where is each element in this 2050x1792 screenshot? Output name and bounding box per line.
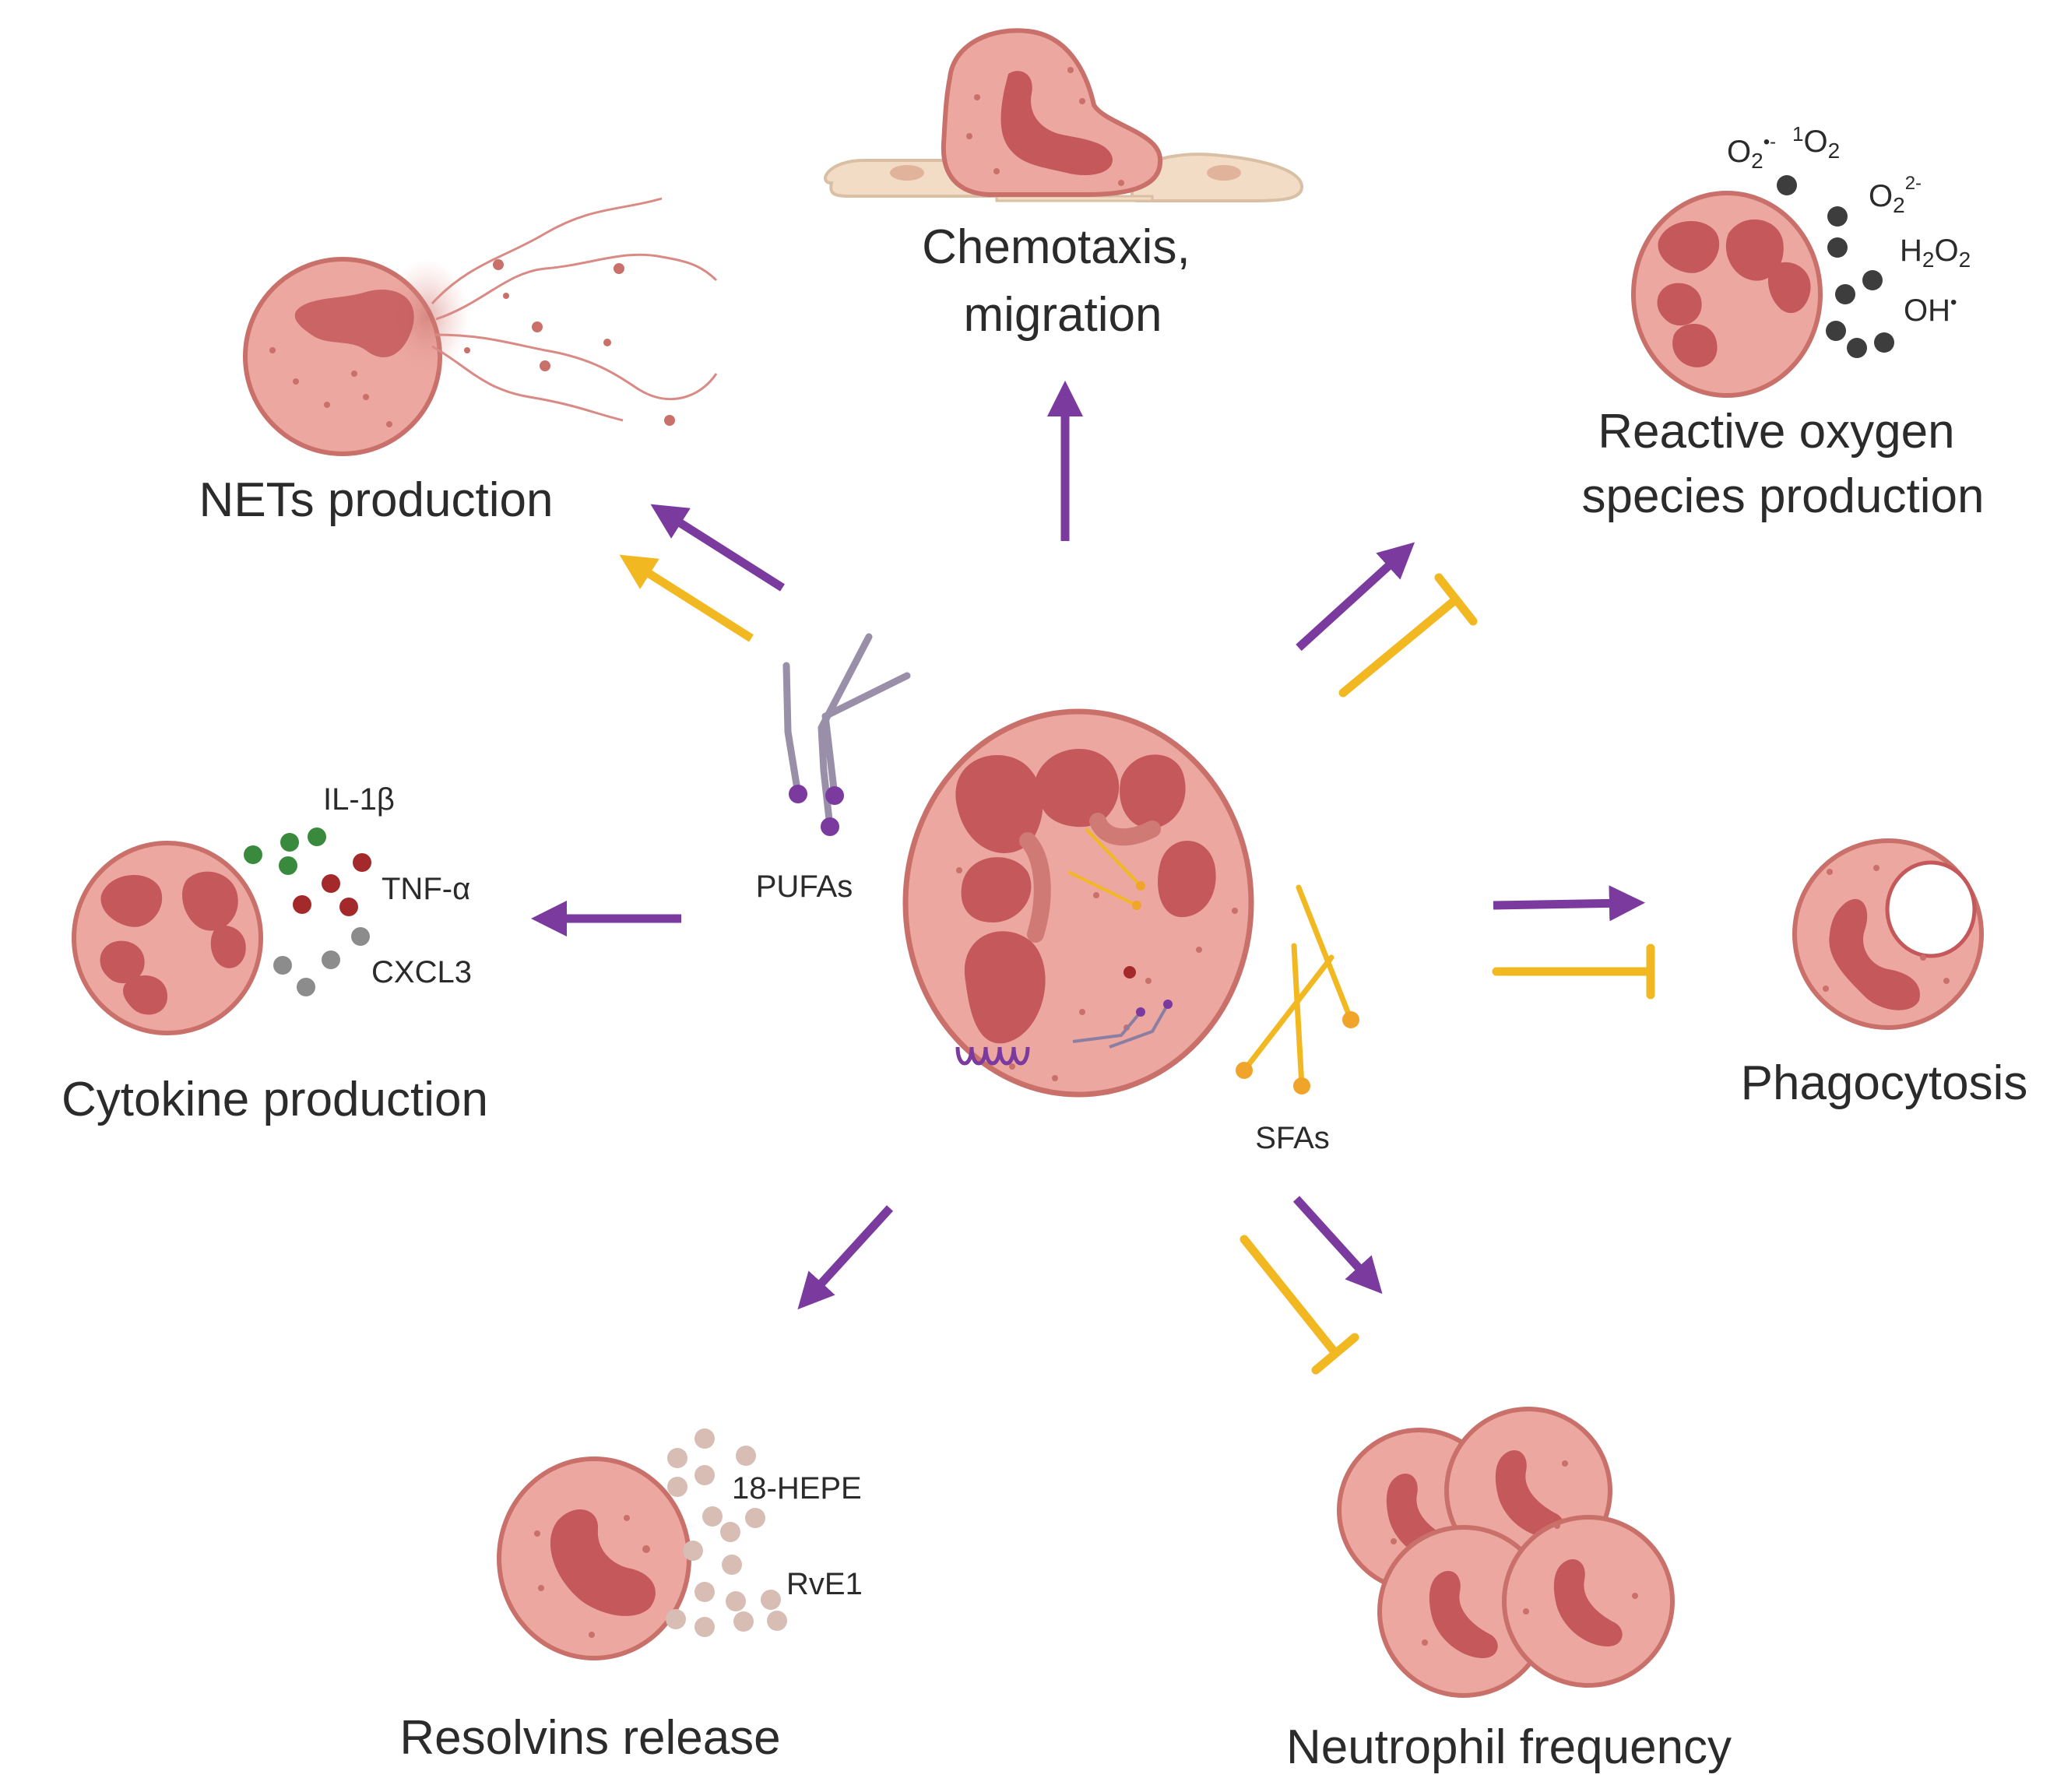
frequency-label: Neutrophil frequency: [1286, 1720, 1732, 1774]
resolvins-neutrophil-icon: [497, 1428, 787, 1660]
migrating-neutrophil-icon: [824, 28, 1304, 202]
neutrophil-cluster-icon: [1337, 1407, 1675, 1698]
pufa-arrow-resolvins: [797, 1205, 894, 1310]
tnfa-label: TNF-α: [382, 872, 470, 906]
phagocytosis-neutrophil-icon: [1792, 838, 1984, 1030]
pufa-arrow-frequency: [1292, 1196, 1383, 1295]
sfa-arrow-nets: [619, 554, 754, 642]
central-neutrophil: [902, 708, 1254, 1098]
rve1-label: RvE1: [786, 1567, 863, 1601]
il1b-label: IL-1β: [323, 782, 395, 817]
il1b-dots-icon: [244, 827, 326, 875]
pufa-arrow-nets: [650, 504, 785, 592]
singlet-oxygen-label: 1O2: [1792, 122, 1840, 163]
pufa-label: PUFAs: [756, 870, 853, 904]
sfa-label: SFAs: [1255, 1121, 1330, 1155]
nets-neutrophil-icon: [243, 197, 718, 456]
ros-label: Reactive oxygen species production: [1582, 405, 1985, 523]
superoxide-label: O2•-: [1727, 132, 1776, 173]
cytokine-neutrophil-icon: [72, 827, 371, 1035]
phagocytosis-label: Phagocytosis: [1741, 1056, 2028, 1110]
ros-species-labels: O2•- 1O2 O22- H2O2 OH•: [1727, 122, 1971, 328]
nets-label: NETs production: [199, 473, 554, 527]
resolvin-dots-icon: [666, 1428, 787, 1637]
ros-neutrophil-icon: [1631, 175, 1894, 398]
cytokine-label: Cytokine production: [62, 1073, 488, 1126]
sfa-inhibit-ros: [1338, 573, 1478, 697]
hydrogen-peroxide-label: H2O2: [1900, 234, 1971, 272]
sfa-inhibit-phagocytosis: [1492, 943, 1655, 1000]
cxcl3-label: CXCL3: [371, 955, 472, 989]
cxcl3-dots-icon: [273, 927, 370, 996]
pufa-arrow-ros: [1296, 542, 1415, 652]
hydroxyl-label: OH•: [1904, 292, 1957, 328]
sfa-inhibit-frequency: [1239, 1235, 1359, 1375]
resolvins-label: Resolvins release: [399, 1711, 780, 1765]
arrows: [530, 380, 1655, 1375]
peroxide-label: O22-: [1869, 173, 1922, 217]
tnfa-dots-icon: [293, 853, 371, 916]
pufa-molecules-icon: [782, 633, 911, 836]
hepe-label: 18-HEPE: [732, 1471, 862, 1506]
chemotaxis-label: Chemotaxis, migration: [922, 220, 1204, 342]
sfa-molecules-icon: [1236, 884, 1359, 1095]
pufa-arrow-phagocytosis: [1493, 885, 1646, 922]
